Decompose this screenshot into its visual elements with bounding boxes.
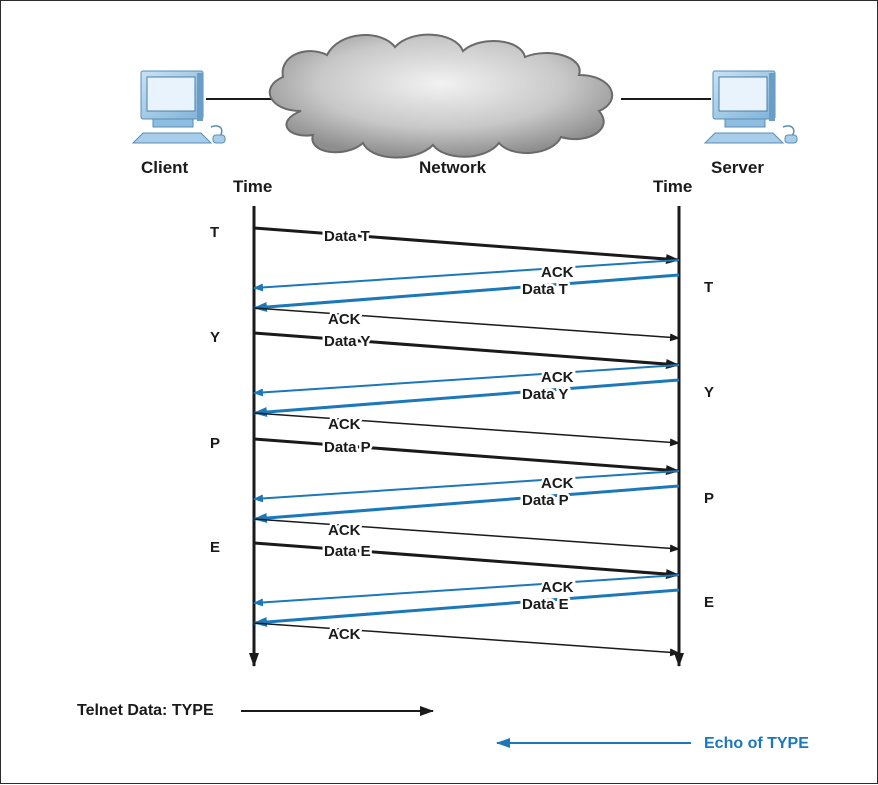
server-ack-label: ACK <box>541 264 574 281</box>
server-keystroke-label: P <box>704 490 714 507</box>
client-ack-arrow <box>253 518 680 553</box>
server-computer-icon <box>703 70 798 144</box>
network-cloud-icon <box>268 33 614 159</box>
client-label: Client <box>141 158 189 177</box>
data-arrow <box>253 331 680 370</box>
data-arrow <box>253 226 680 265</box>
server-label: Server <box>711 158 764 177</box>
server-ack-label: ACK <box>541 579 574 596</box>
data-label: Data T <box>324 228 370 245</box>
client-time-label: Time <box>233 177 272 196</box>
network-label: Network <box>419 158 487 177</box>
echo-data-label: Data E <box>522 596 569 613</box>
data-arrow <box>253 437 680 476</box>
echo-data-label: Data P <box>522 492 569 509</box>
server-ack-arrow <box>253 574 680 607</box>
echo-data-arrow <box>253 484 680 523</box>
client-ack-arrow <box>253 412 680 447</box>
client-ack-arrow <box>253 307 680 342</box>
client-keystroke-label: P <box>210 435 220 452</box>
server-keystroke-label: Y <box>704 384 714 401</box>
echo-data-arrow <box>253 378 680 417</box>
echo-data-label: Data T <box>522 281 568 298</box>
legend-echo-label: Echo of TYPE <box>704 735 809 752</box>
server-keystroke-label: E <box>704 594 714 611</box>
data-label: Data E <box>324 543 371 560</box>
server-ack-arrow <box>253 259 680 292</box>
client-ack-arrow <box>253 622 680 657</box>
data-label: Data Y <box>324 333 370 350</box>
echo-data-arrow <box>253 588 680 627</box>
server-keystroke-label: T <box>704 279 713 296</box>
server-time-label: Time <box>653 177 692 196</box>
client-computer-icon <box>131 70 226 144</box>
data-label: Data P <box>324 439 371 456</box>
client-keystroke-label: E <box>210 539 220 556</box>
data-arrow <box>253 541 680 580</box>
server-ack-arrow <box>253 470 680 503</box>
echo-data-arrow <box>253 273 680 312</box>
client-ack-label: ACK <box>328 416 361 433</box>
server-ack-label: ACK <box>541 369 574 386</box>
server-ack-arrow <box>253 364 680 397</box>
legend-telnet-data-label: Telnet Data: TYPE <box>77 702 214 719</box>
client-ack-label: ACK <box>328 311 361 328</box>
server-ack-label: ACK <box>541 475 574 492</box>
client-keystroke-label: T <box>210 224 219 241</box>
client-ack-label: ACK <box>328 522 361 539</box>
client-keystroke-label: Y <box>210 329 220 346</box>
echo-data-label: Data Y <box>522 386 568 403</box>
client-ack-label: ACK <box>328 626 361 643</box>
